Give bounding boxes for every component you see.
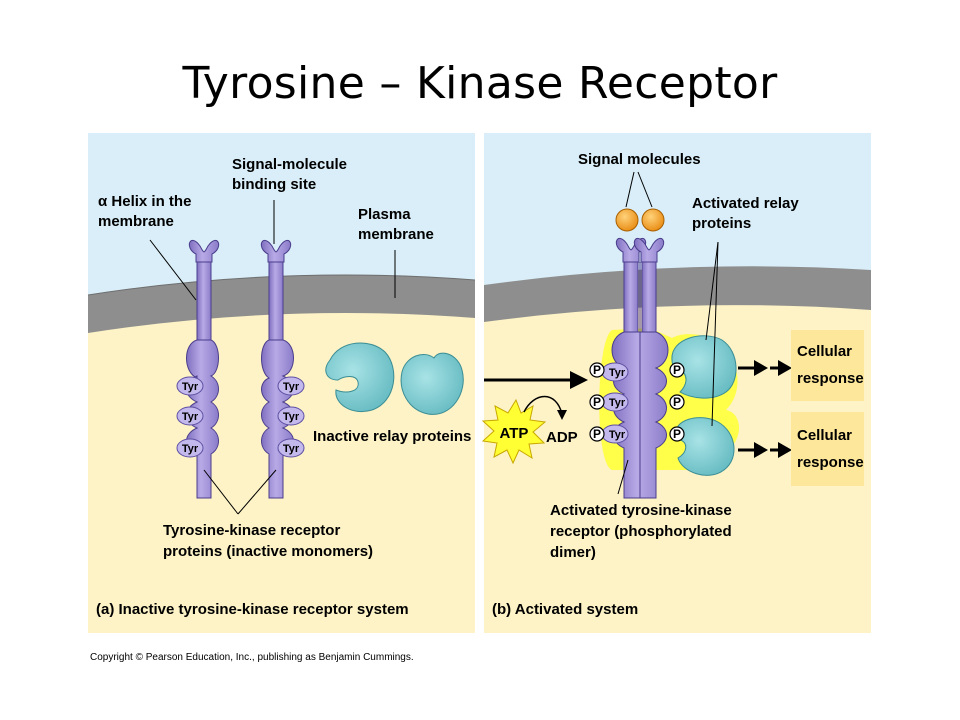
response-arrows-bottom (738, 442, 792, 458)
tyr-label: Tyr (182, 411, 199, 423)
p-label: P (593, 363, 601, 377)
pointer-line (149, 239, 197, 301)
receptor-monomer-right: Tyr Tyr Tyr (260, 240, 305, 499)
dimer-label: Activated tyrosine-kinase (550, 502, 732, 519)
plasma-membrane-label: membrane (358, 226, 434, 243)
binding-site-label: Signal-molecule (232, 156, 347, 173)
panel-inactive: Tyr Tyr Tyr Tyr Tyr Tyr α Helix in the m… (87, 133, 476, 633)
atp-to-adp-arrow (523, 395, 563, 415)
pointer-line (203, 469, 239, 515)
pointer-line (617, 459, 629, 495)
relay-protein-inactive (400, 352, 464, 415)
signal-molecule (641, 208, 665, 232)
tyr-label: Tyr (283, 381, 300, 393)
arrow-head (570, 371, 588, 389)
helix-label: membrane (98, 213, 174, 230)
p-label: P (593, 395, 601, 409)
relay-protein-inactive (325, 342, 395, 412)
p-label: P (673, 427, 681, 441)
inactive-relay-label: Inactive relay proteins (313, 428, 471, 445)
cellular-response-box (791, 330, 864, 401)
relay-protein-active (675, 417, 735, 476)
tyr-label: Tyr (182, 381, 199, 393)
phosphate-group: P P P (589, 362, 605, 442)
pointer-line (637, 171, 653, 208)
panel-a-caption: (a) Inactive tyrosine-kinase receptor sy… (96, 601, 409, 618)
p-label: P (593, 427, 601, 441)
pointer-line (711, 241, 719, 427)
cellular-response-label: Cellular (797, 343, 852, 360)
phosphate-group: P P P (669, 362, 685, 442)
pointer-line (237, 469, 277, 515)
cellular-response-box (791, 412, 864, 486)
tyr-label: Tyr (283, 411, 300, 423)
tyr-label: Tyr (609, 367, 626, 379)
tyr-label: Tyr (609, 397, 626, 409)
plasma-membrane-label: Plasma (358, 206, 411, 223)
tyr-label: Tyr (283, 443, 300, 455)
receptor-dimer: Tyr Tyr Tyr (601, 238, 669, 499)
dimer-label: dimer) (550, 544, 596, 561)
signal-molecule (615, 208, 639, 232)
p-label: P (673, 395, 681, 409)
receptor-label: proteins (inactive monomers) (163, 543, 373, 560)
response-arrows-top (738, 360, 792, 376)
atp-label: ATP (500, 425, 529, 442)
pointer-line (705, 241, 719, 341)
cellular-response-label: response (797, 454, 864, 471)
adp-label: ADP (546, 429, 578, 446)
activated-relay-label: Activated relay (692, 195, 799, 212)
slide-title: Tyrosine – Kinase Receptor (182, 58, 778, 109)
dimer-label: receptor (phosphorylated (550, 523, 732, 540)
signal-molecules-label: Signal molecules (578, 151, 701, 168)
receptor-monomer-left: Tyr Tyr Tyr (176, 240, 220, 499)
activated-relay-label: proteins (692, 215, 751, 232)
tyr-label: Tyr (609, 429, 626, 441)
copyright-text: Copyright © Pearson Education, Inc., pub… (90, 652, 414, 663)
p-label: P (673, 363, 681, 377)
cellular-response-label: response (797, 370, 864, 387)
receptor-label: Tyrosine-kinase receptor (163, 522, 340, 539)
binding-site-label: binding site (232, 176, 316, 193)
cellular-response-label: Cellular (797, 427, 852, 444)
plasma-membrane-b (484, 266, 871, 322)
pointer-line (625, 171, 635, 208)
atp-burst (481, 398, 547, 465)
tyr-label: Tyr (182, 443, 199, 455)
panel-activated: Tyr Tyr Tyr P P P P P P (481, 133, 871, 633)
panel-b-caption: (b) Activated system (492, 601, 638, 618)
helix-label: α Helix in the (98, 193, 191, 210)
